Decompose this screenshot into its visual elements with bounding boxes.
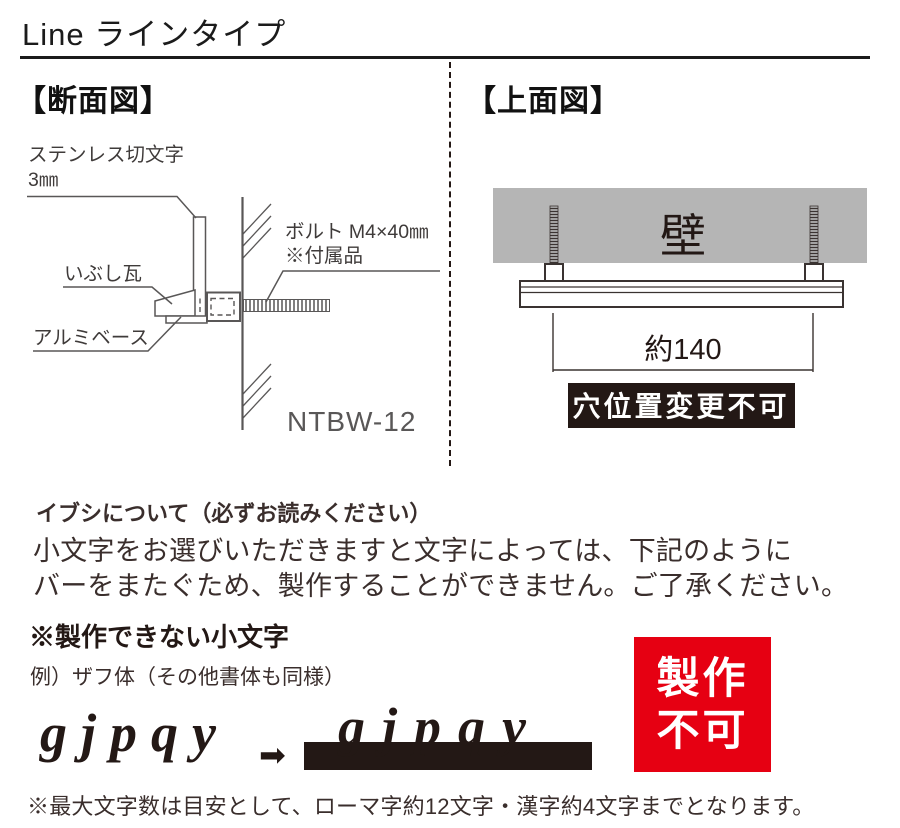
notice-body: 小文字をお選びいただきますと文字によっては、下記のように バーをまたぐため、製作… (33, 534, 848, 604)
dimension-lines (552, 313, 814, 372)
bolt-left (549, 205, 559, 266)
hidden-thread-outline (210, 297, 235, 316)
wall-hatch-bottom (242, 363, 272, 419)
title-underline (20, 56, 870, 59)
label-bolt: ボルト M4×40㎜ (285, 221, 429, 243)
notice-example-label: 例）ザフ体（その他書体も同様） (30, 666, 345, 689)
cross-section-diagram: ステンレス切文字 3㎜ いぶし瓦 アルミベース ボルト M4×40㎜ ※付属品 … (27, 144, 440, 437)
hole-note-box (568, 383, 795, 428)
notice-subheading: ※製作できない小文字 (29, 622, 290, 652)
bolt-thread (243, 299, 330, 312)
notice-heading: イブシについて（必ずお読みください） (36, 501, 432, 526)
stamp-line1: 製作 (656, 654, 749, 703)
wall-hatch-top (242, 203, 272, 259)
label-aluminum-base: アルミベース (33, 327, 149, 349)
notice-body-line1: 小文字をお選びいただきますと文字によっては、下記のように (33, 536, 792, 566)
top-view-diagram: 壁 約140 穴位置変更不可 (493, 188, 867, 428)
sample-letters: gjpqy (40, 703, 230, 763)
aluminum-base-plate (165, 315, 208, 324)
nut-right (804, 263, 824, 282)
dimension-label: 約140 (644, 333, 721, 366)
leader-bolt (265, 270, 440, 303)
page-title: Line ラインタイプ (22, 17, 287, 52)
top-view-heading: 【上面図】 (466, 85, 621, 118)
panel-divider (449, 62, 451, 466)
cross-section-heading: 【断面図】 (16, 85, 171, 118)
label-ibushi-tile: いぶし瓦 (64, 263, 142, 285)
leader-letter (27, 195, 197, 219)
hole-note-label: 穴位置変更不可 (572, 390, 789, 422)
leader-tile (63, 286, 173, 305)
standoff-sleeve (206, 291, 241, 322)
stamp-line2: 不可 (656, 706, 749, 755)
nut-left (544, 263, 564, 282)
bolt-right (809, 205, 819, 266)
model-number: NTBW-12 (287, 406, 416, 437)
right-arrow-icon: ➡ (259, 736, 286, 774)
footer-note: ※最大文字数は目安として、ローマ字約12文字・漢字約4文字までとなります。 (27, 794, 815, 819)
sample-letters-on-bar: gjpqy (338, 697, 543, 757)
cannot-produce-stamp: 製作 不可 (634, 637, 771, 772)
notice-body-line2: バーをまたぐため、製作することができません。ご了承ください。 (33, 571, 849, 601)
line-bar (519, 280, 844, 308)
label-thickness: 3㎜ (28, 169, 58, 191)
sample-black-bar (304, 742, 592, 770)
label-stainless-letter: ステンレス切文字 (28, 144, 184, 166)
leader-base (33, 316, 182, 352)
wall-label: 壁 (660, 210, 706, 262)
label-bolt-accessory: ※付属品 (285, 245, 363, 267)
